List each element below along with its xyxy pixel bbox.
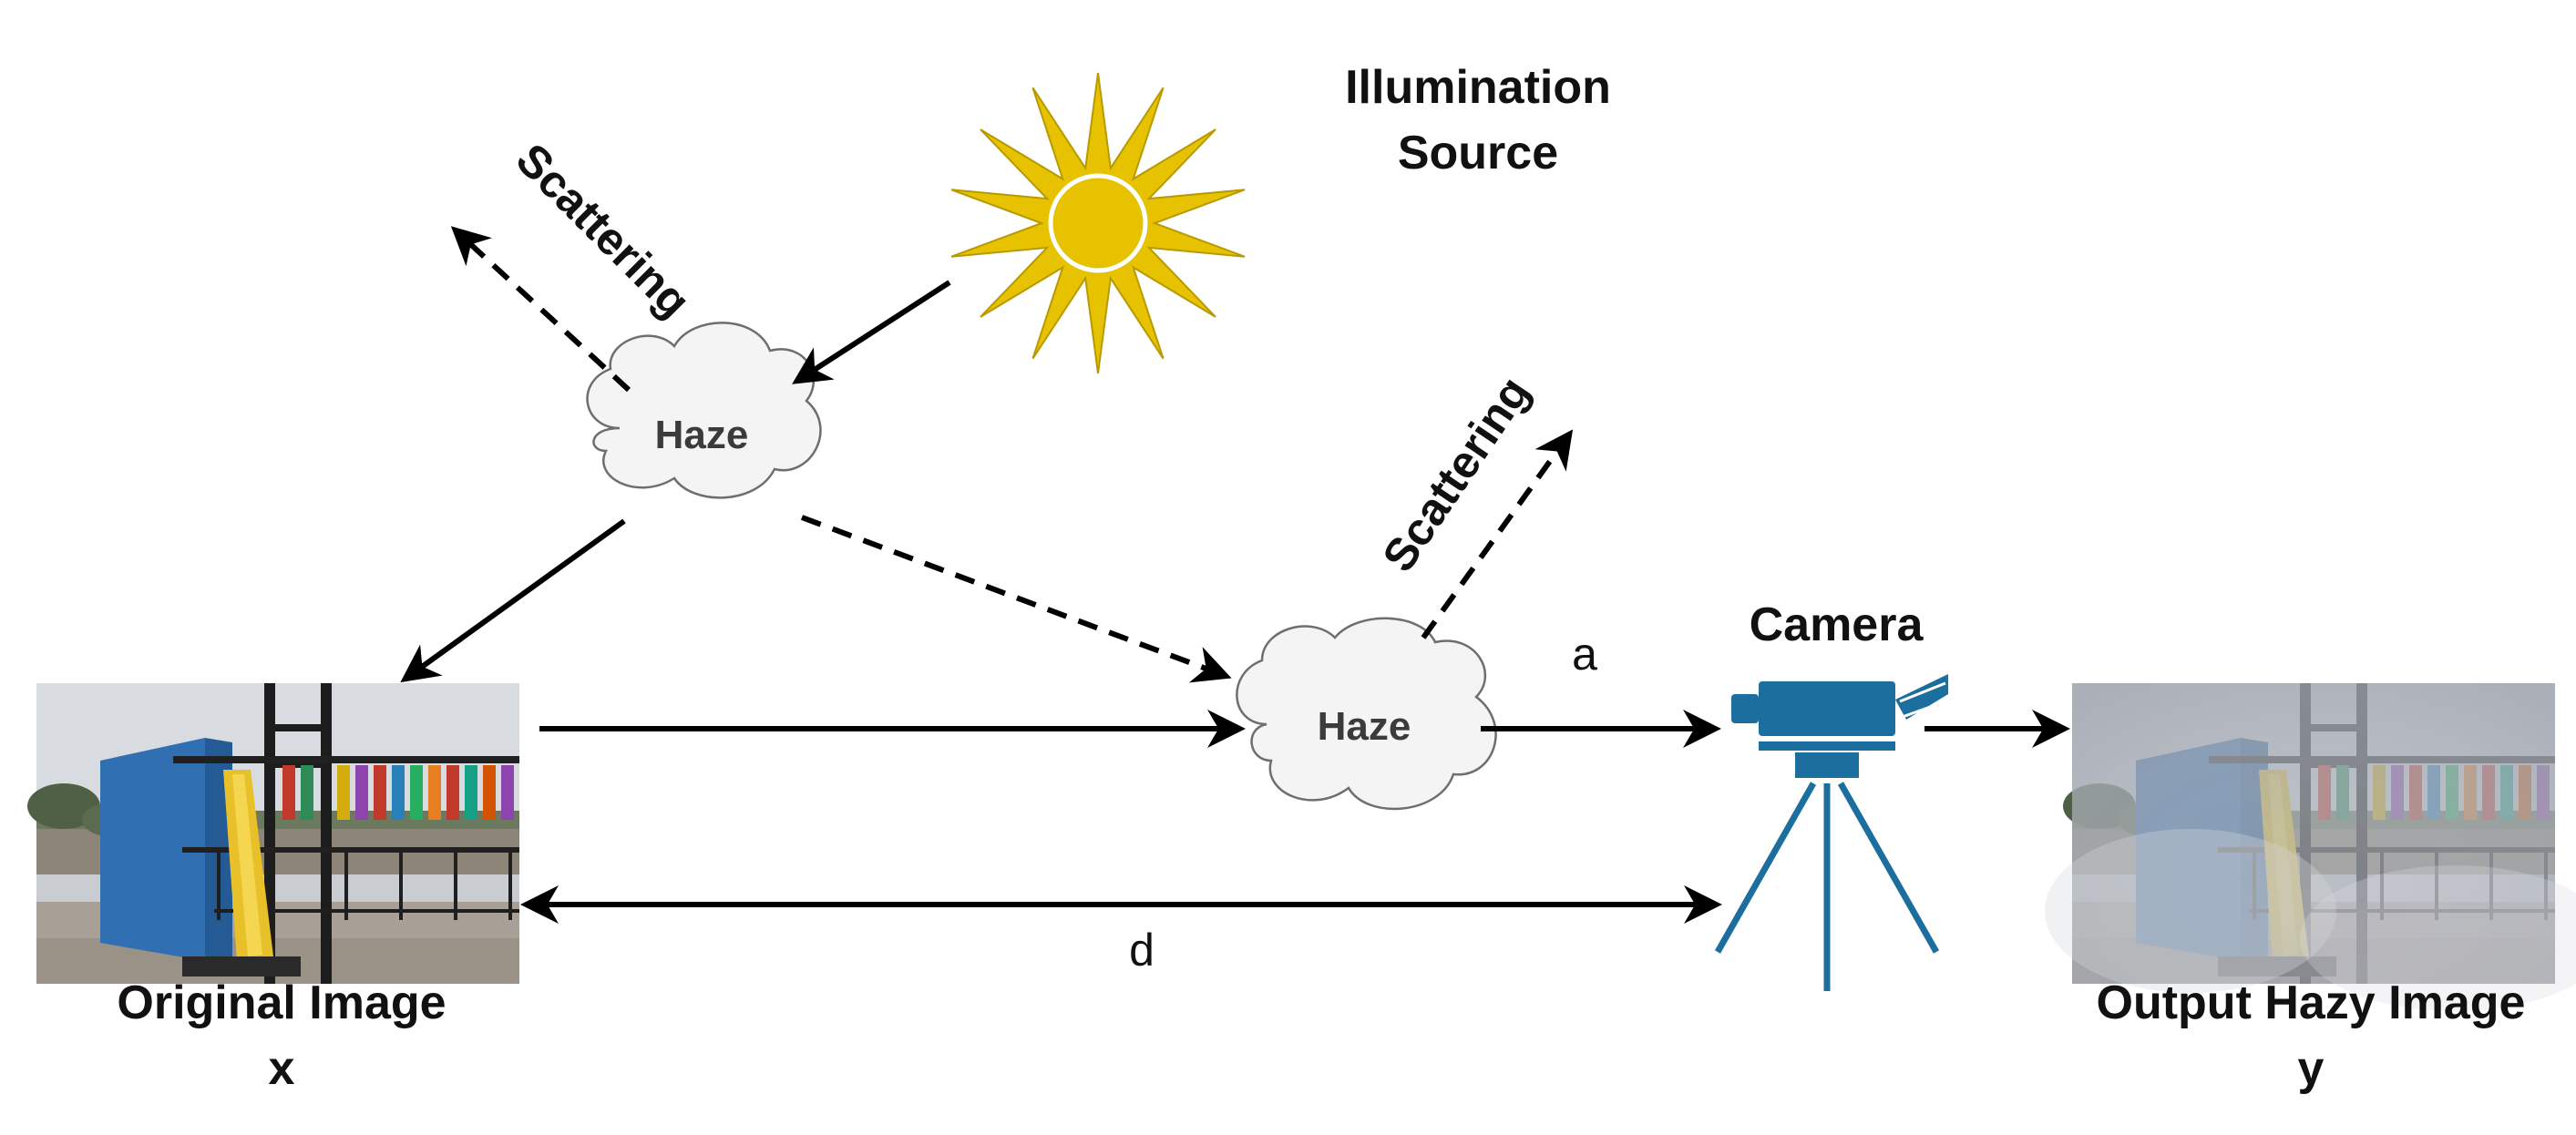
video-camera-on-tripod-icon: [1714, 674, 1948, 991]
output-hazy-image-label: Output Hazy Image: [2097, 977, 2526, 1029]
illumination-source-label-line2: Source: [1398, 127, 1558, 179]
arrow-haze-to-original: [400, 518, 626, 683]
haze-label-top: Haze: [655, 413, 749, 457]
haze-label-middle: Haze: [1318, 704, 1411, 749]
arrows: [400, 226, 2070, 924]
original-image-label: Original Image: [117, 977, 446, 1029]
sun-icon: [950, 72, 1246, 374]
original-image-symbol: x: [269, 1042, 295, 1095]
output-hazy-image-symbol: y: [2298, 1042, 2325, 1095]
cloud-icon: [1236, 617, 1497, 811]
sun-disc: [1048, 173, 1148, 273]
haze-cloud-top: Haze: [586, 322, 822, 499]
arrow-haze-to-haze: [800, 515, 1232, 683]
output-hazy-image: [2045, 681, 2576, 1011]
cloud-icon: [586, 322, 822, 499]
arrow-sun-to-haze: [792, 280, 951, 384]
scattering-label-right: Scattering: [1372, 367, 1539, 580]
label-a: a: [1572, 629, 1597, 680]
camera-label: Camera: [1750, 598, 1924, 651]
arrow-scattering-right: [1421, 429, 1574, 639]
scattering-label-left: Scattering: [507, 134, 700, 327]
label-d: d: [1129, 925, 1155, 976]
original-image: [26, 681, 521, 986]
illumination-source-label-line1: Illumination: [1345, 61, 1611, 114]
haze-cloud-middle: Haze: [1236, 617, 1497, 811]
arrow-scattering-left: [450, 226, 631, 393]
